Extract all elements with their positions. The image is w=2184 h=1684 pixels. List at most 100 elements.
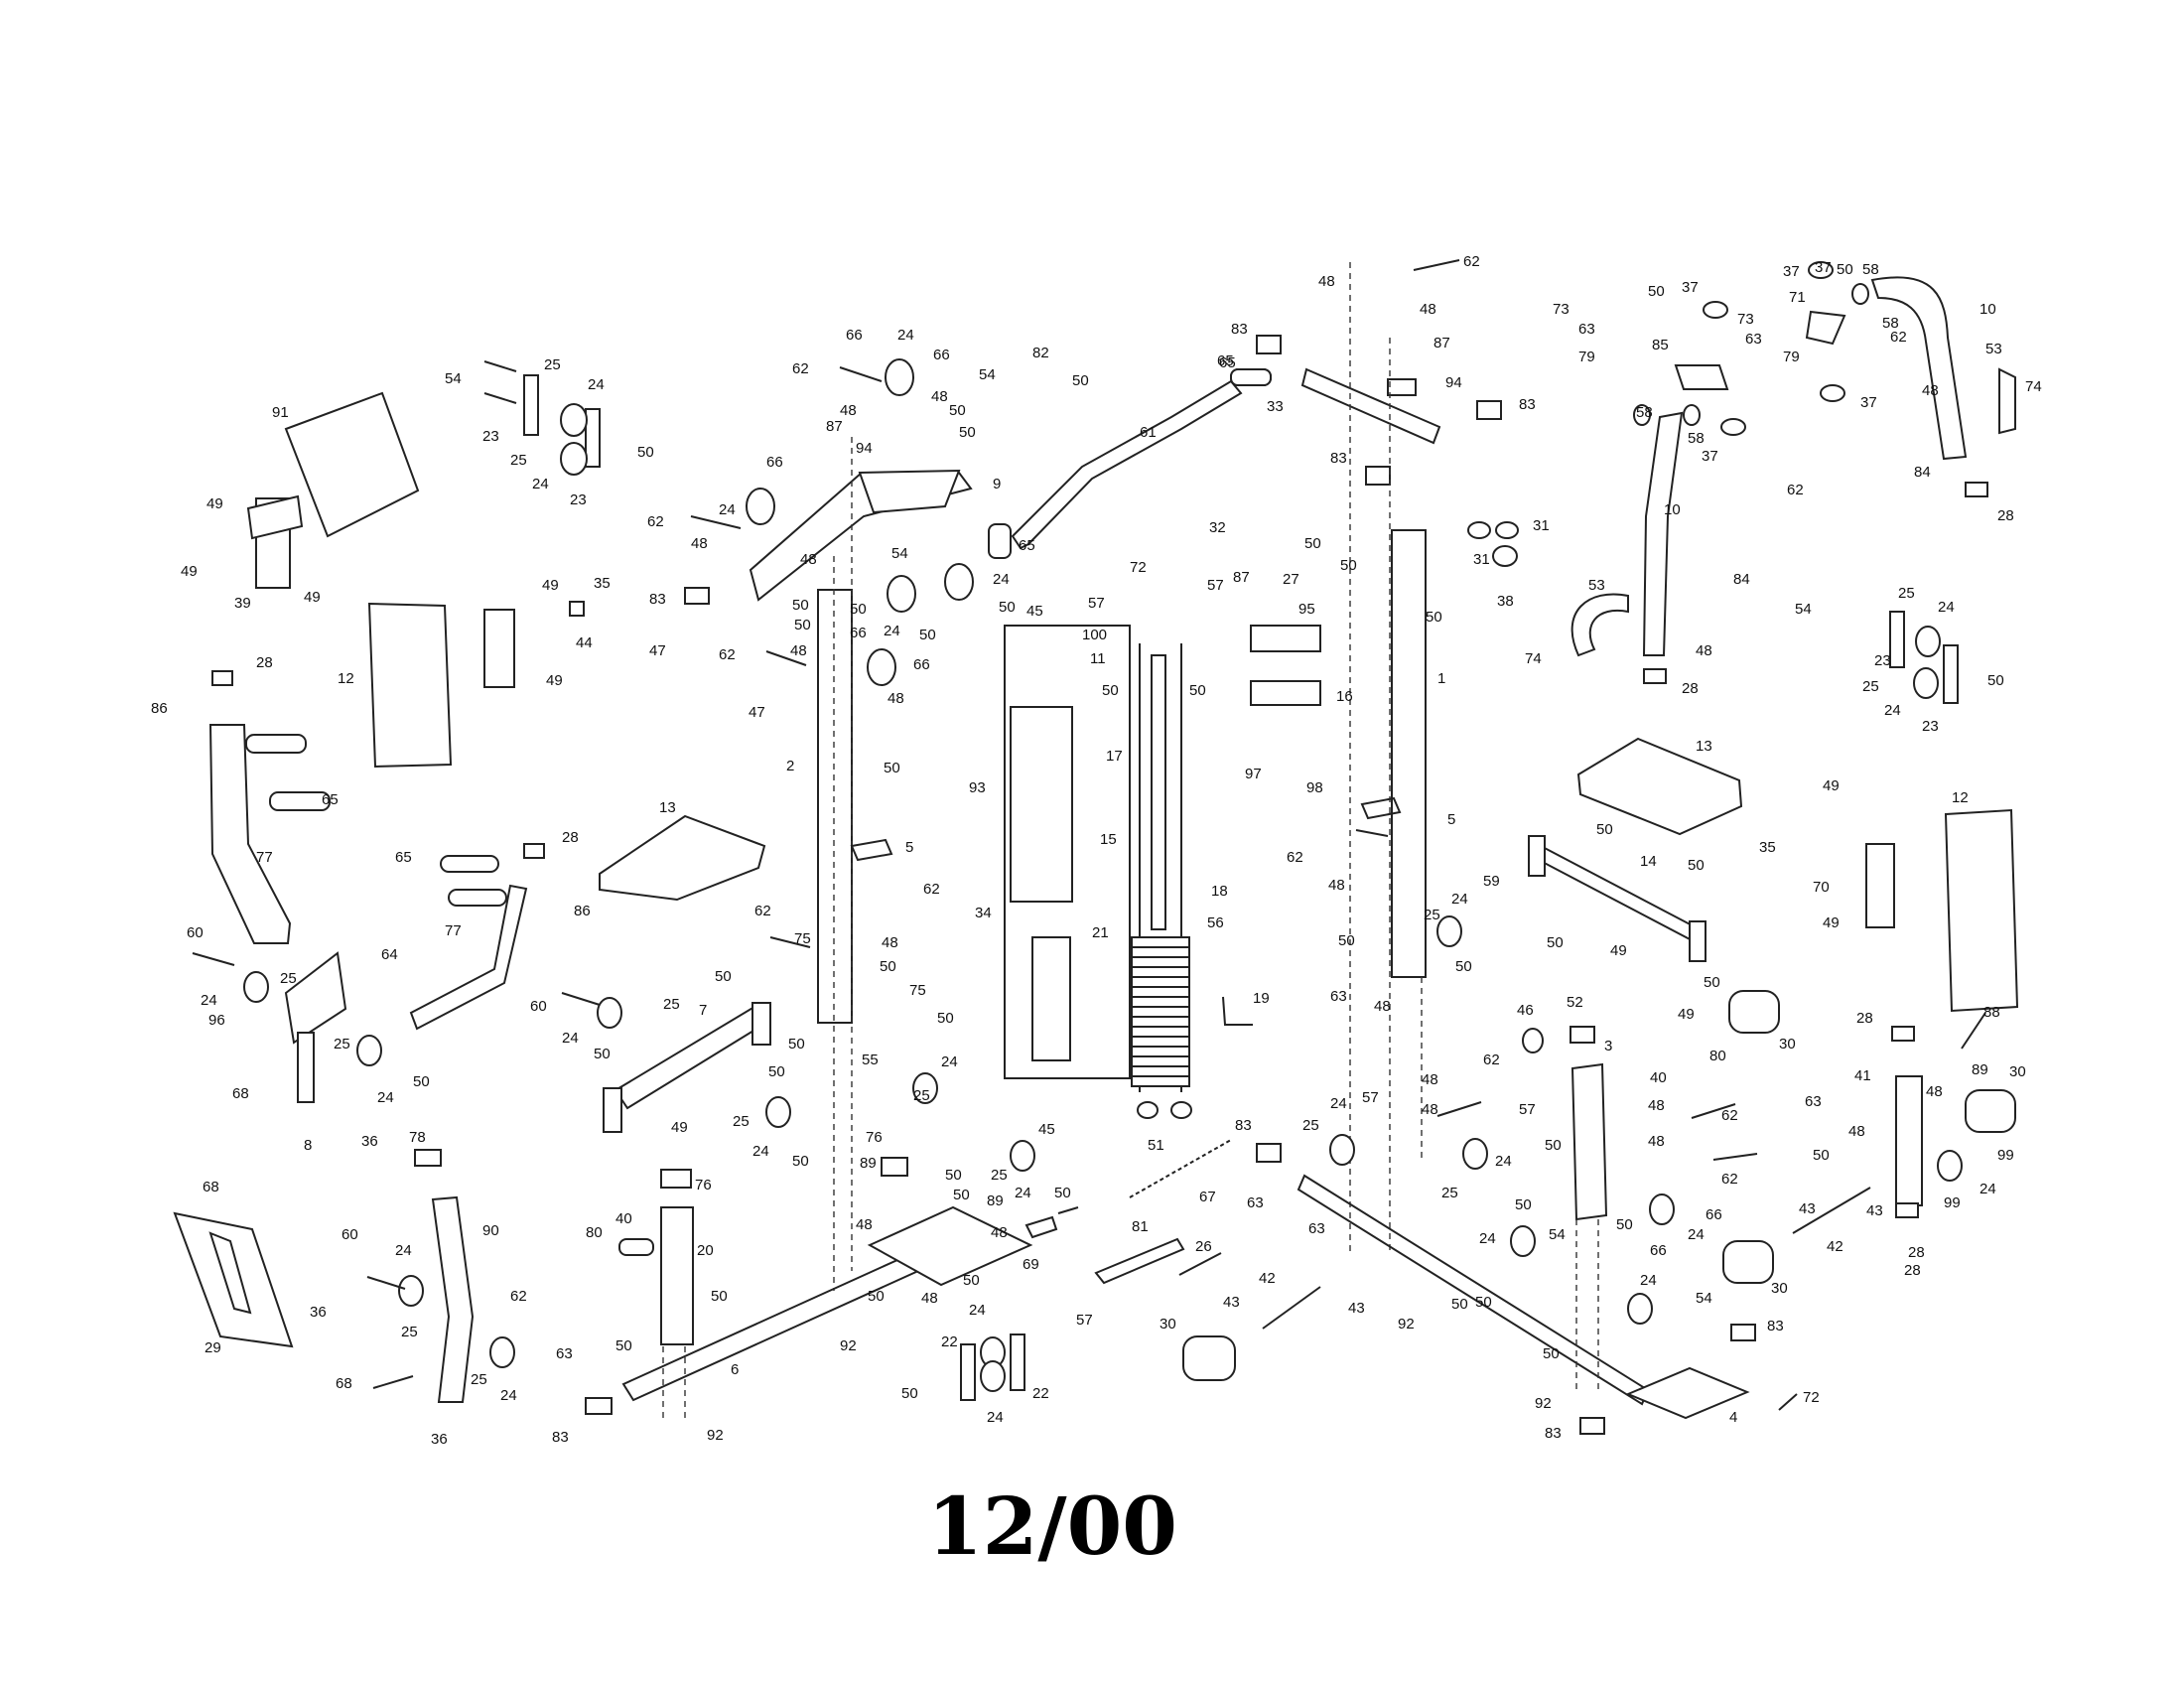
shroud-34 [1004,625,1131,1079]
callout-50: 50 [963,1272,980,1289]
callout-66: 66 [850,625,867,641]
callout-30: 30 [1160,1316,1176,1333]
cap-28d [1895,1202,1919,1218]
callout-50: 50 [1648,283,1665,300]
callout-50: 50 [1596,821,1613,838]
callout-50: 50 [1340,557,1357,574]
spring-pin-5a [850,838,893,862]
bracket-22a [960,1343,976,1401]
callout-88: 88 [1983,1004,2000,1021]
callout-50: 50 [1616,1216,1633,1233]
callout-32: 32 [1209,519,1226,536]
callout-65: 65 [395,849,412,866]
callout-54: 54 [891,545,908,562]
callout-50: 50 [1072,372,1089,389]
cap-78 [414,1149,442,1167]
callout-87: 87 [826,418,843,435]
cap-28c [1891,1026,1915,1042]
callout-48: 48 [840,402,857,419]
pad-bracket-44 [483,609,515,688]
callout-28: 28 [256,654,273,671]
callout-92: 92 [840,1337,857,1354]
callout-56: 56 [1207,914,1224,931]
callout-24: 24 [1884,702,1901,719]
callout-40: 40 [1650,1069,1667,1086]
cap-37a [1703,301,1728,319]
top-plate-95 [1250,625,1321,652]
callout-25: 25 [1302,1117,1319,1134]
seat-frame-7-bracket2 [751,1002,771,1046]
handle-74b [1998,367,2016,435]
pulley-24a [560,403,588,437]
weight-plate [1131,976,1190,988]
callout-50: 50 [1451,1296,1468,1313]
callout-50: 50 [413,1073,430,1090]
bushing-38 [1492,545,1518,567]
callout-74: 74 [2025,378,2042,395]
callout-48: 48 [1318,273,1335,290]
callout-61: 61 [1140,424,1157,441]
callout-26: 26 [1195,1238,1212,1255]
grip-65c [1230,368,1272,386]
grip-65b [988,523,1012,559]
post-41 [1895,1075,1923,1206]
callout-11: 11 [1090,650,1106,667]
weight-pin-19 [1222,996,1253,1026]
callout-100: 100 [1082,627,1107,643]
callout-24: 24 [884,623,900,639]
callout-28: 28 [1682,680,1699,697]
callout-95: 95 [1298,601,1315,618]
callout-77: 77 [256,849,273,866]
callout-76: 76 [695,1177,712,1193]
callout-54: 54 [445,370,462,387]
callout-50: 50 [880,958,896,975]
arm-10a [1642,411,1684,656]
callout-48: 48 [800,551,817,568]
base-frame-lower [1297,1174,1650,1406]
callout-24: 24 [395,1242,412,1259]
callout-22: 22 [1032,1385,1049,1402]
callout-50: 50 [1102,682,1119,699]
callout-37: 37 [1682,279,1699,296]
page-date-footer: 12/00 [927,1479,1177,1573]
callout-85: 85 [1652,337,1669,353]
cap-83a [684,587,710,605]
base-plate-48 [867,1205,1033,1287]
callout-25: 25 [733,1113,750,1130]
cap-83h [1579,1417,1605,1435]
callout-43: 43 [1799,1200,1816,1217]
callout-49: 49 [304,589,321,606]
callout-48: 48 [1648,1133,1665,1150]
callout-48: 48 [856,1216,873,1233]
callout-92: 92 [707,1427,724,1444]
callout-53: 53 [1985,341,2002,357]
roller-30d [1965,1089,2016,1133]
callout-87: 87 [1233,569,1250,586]
upper-right-arms [1570,261,2016,704]
callout-50: 50 [850,601,867,618]
callout-92: 92 [1535,1395,1552,1412]
pulley-24h [746,488,775,525]
callout-13: 13 [659,799,676,816]
callout-20: 20 [697,1242,714,1259]
pulley-24i [887,575,916,613]
callout-44: 44 [576,634,593,651]
callout-50: 50 [1545,1137,1562,1154]
callout-60: 60 [341,1226,358,1243]
callout-25: 25 [334,1036,350,1052]
callout-49: 49 [1823,914,1840,931]
callout-62: 62 [1721,1107,1738,1124]
cap-76a [660,1169,692,1189]
callout-73: 73 [1737,311,1754,328]
callout-48: 48 [991,1224,1008,1241]
callout-24: 24 [1688,1226,1705,1243]
callout-64: 64 [381,946,398,963]
callout-48: 48 [1374,998,1391,1015]
callout-63: 63 [556,1345,573,1362]
callout-99: 99 [1944,1194,1961,1211]
seat-frame-14 [1533,844,1702,943]
callout-81: 81 [1132,1218,1149,1235]
pulley-24v [1649,1193,1675,1225]
callout-62: 62 [510,1288,527,1305]
callout-50: 50 [1987,672,2004,689]
